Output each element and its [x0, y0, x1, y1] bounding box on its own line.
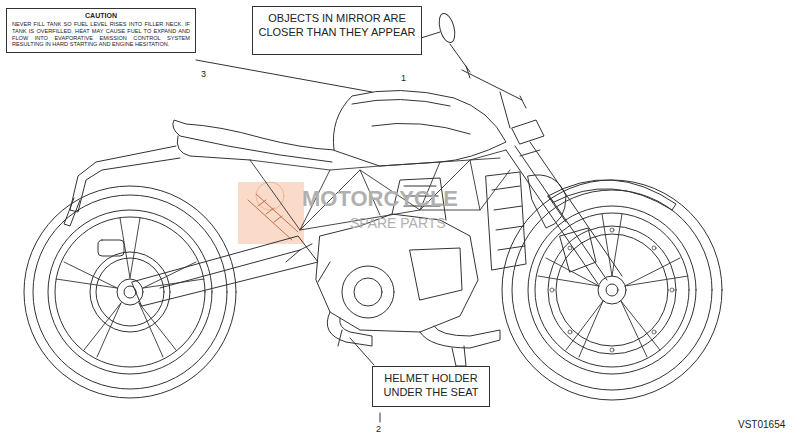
label-sticker: CAUTIONNEVER FILL TANK SO FUEL LEVEL RIS… — [6, 8, 196, 53]
label-sticker: OBJECTS IN MIRROR ARE CLOSER THAN THEY A… — [252, 6, 422, 55]
caution-heading: CAUTION — [12, 12, 190, 20]
caution-text: NEVER FILL TANK SO FUEL LEVEL RISES INTO… — [12, 21, 190, 48]
callout-number: 2 — [376, 425, 381, 434]
callout-number: 1 — [401, 74, 406, 83]
callout-number: 3 — [201, 70, 206, 79]
watermark: SPARE PARTS — [350, 216, 446, 230]
watermark: MOTORCYCLE — [302, 188, 458, 210]
helmet-holder-notice: HELMET HOLDER UNDER THE SEAT — [377, 372, 485, 400]
label-sticker: HELMET HOLDER UNDER THE SEAT — [372, 366, 490, 407]
mirror-warning: OBJECTS IN MIRROR ARE CLOSER THAN THEY A… — [257, 12, 417, 40]
drawing-code: VST01654 — [738, 420, 785, 430]
